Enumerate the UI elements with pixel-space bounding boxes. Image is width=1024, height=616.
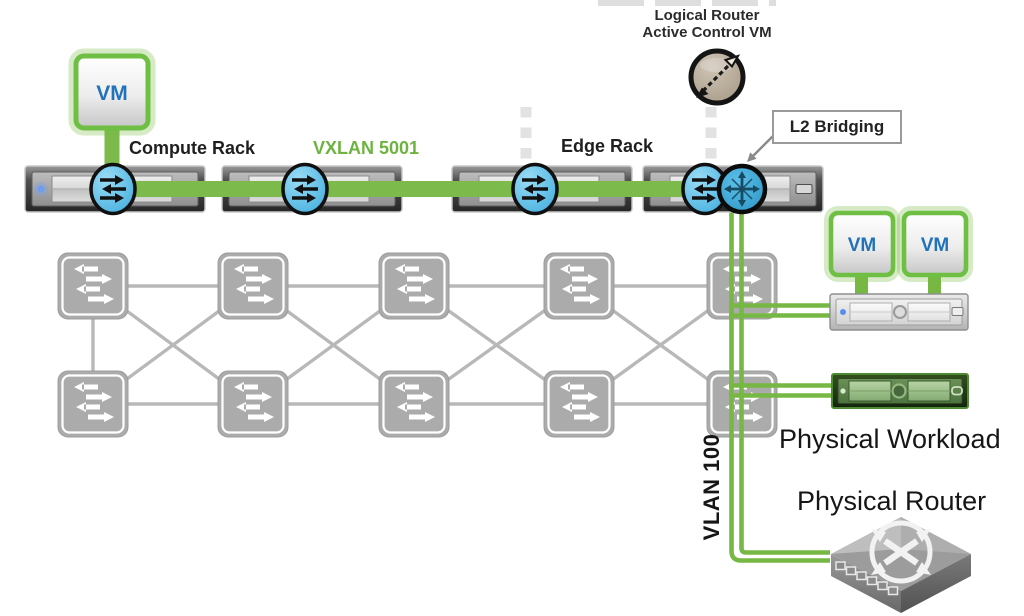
logical-router-icon bbox=[688, 48, 746, 106]
vtep-icon-3 bbox=[511, 162, 559, 216]
vxlan-5001-label: VXLAN 5001 bbox=[313, 138, 420, 158]
fabric-switch-bottom-1 bbox=[56, 369, 130, 439]
vm-label-right-2: VM bbox=[921, 235, 950, 256]
hypervisor-server bbox=[829, 293, 969, 331]
physical-router-label: Physical Router bbox=[797, 486, 987, 516]
l2-bridging-callout: L2 Bridging bbox=[772, 110, 902, 144]
vm-label-left: VM bbox=[96, 82, 128, 105]
physical-workload-server bbox=[831, 373, 969, 409]
router-ports bbox=[835, 561, 899, 596]
compute-rack-label: Compute Rack bbox=[129, 138, 256, 158]
l2-bridging-arrow bbox=[747, 135, 774, 162]
vm-node-right-1: VM bbox=[824, 206, 900, 282]
vm-node-right-2: VM bbox=[897, 206, 973, 282]
physical-workload-label: Physical Workload bbox=[779, 424, 1001, 454]
vm-node-left: VM bbox=[68, 48, 156, 136]
fabric-switch-bottom-4 bbox=[542, 369, 616, 439]
fabric-switch-bottom-3 bbox=[377, 369, 451, 439]
logical-router-label-line1: Logical Router bbox=[654, 7, 760, 24]
fabric-switch-bottom-2 bbox=[216, 369, 290, 439]
vlan-100-label: VLAN 100 bbox=[699, 433, 724, 541]
physical-router-icon bbox=[831, 517, 971, 613]
fabric-switch-top-3 bbox=[377, 251, 451, 321]
vm-label-right-1: VM bbox=[848, 235, 877, 256]
fabric-switch-top-1 bbox=[56, 251, 130, 321]
right-hypervisor-group: VM VM bbox=[824, 206, 973, 331]
logical-router-label: Logical Router Active Control VM bbox=[607, 7, 807, 41]
vm-uplink-right-1 bbox=[855, 273, 868, 297]
vm-uplink-right-2 bbox=[928, 273, 941, 297]
l2-bridge-icon bbox=[716, 163, 768, 215]
fabric-switch-top-4 bbox=[542, 251, 616, 321]
edge-rack-label: Edge Rack bbox=[561, 136, 654, 156]
fabric-switch-top-2 bbox=[216, 251, 290, 321]
vlan-bridged-links bbox=[729, 202, 835, 563]
logical-router-label-line2: Active Control VM bbox=[642, 24, 772, 41]
vtep-icon-1 bbox=[89, 162, 137, 216]
vtep-icon-2 bbox=[281, 162, 329, 216]
vxlan-5001-segment bbox=[106, 181, 744, 197]
